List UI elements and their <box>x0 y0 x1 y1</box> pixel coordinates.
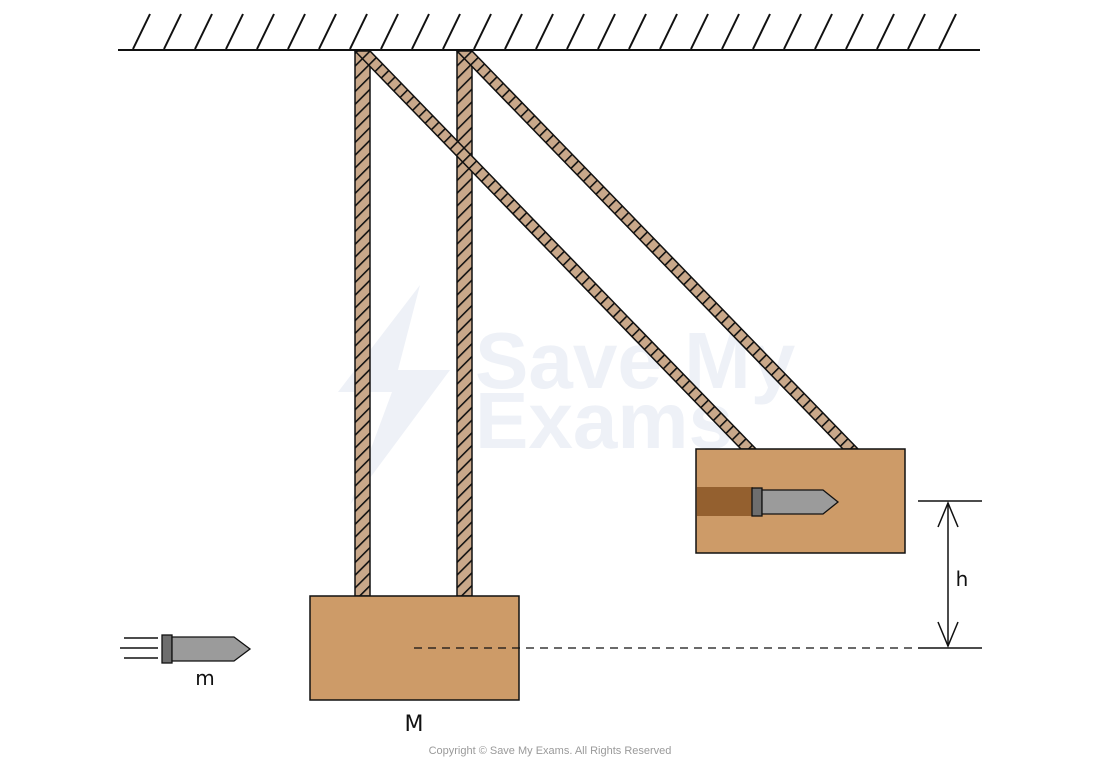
hatch-mark <box>597 13 616 50</box>
label-block-mass: M <box>405 712 424 737</box>
hatch-mark <box>442 13 461 50</box>
rope-right-vertical <box>456 50 473 597</box>
hatch-mark <box>783 13 802 50</box>
motion-lines <box>120 637 158 659</box>
hatch-mark <box>814 13 833 50</box>
hatch-mark <box>163 13 182 50</box>
hatch-mark <box>535 13 554 50</box>
hatch-mark <box>132 13 151 50</box>
hatch-mark <box>194 13 213 50</box>
hatch-mark <box>628 13 647 50</box>
hatch-mark <box>287 13 306 50</box>
hatch-mark <box>318 13 337 50</box>
height-indicator: h <box>414 500 982 649</box>
ropes <box>353 50 860 597</box>
hatch-mark <box>225 13 244 50</box>
hatch-mark <box>380 13 399 50</box>
ceiling <box>118 13 980 51</box>
watermark-bolt-icon <box>338 285 450 505</box>
arrowhead-up-icon <box>937 501 959 528</box>
label-height: h <box>956 567 969 591</box>
rope-left-vertical <box>354 50 371 597</box>
hatch-mark <box>504 13 523 50</box>
block-raised <box>695 448 906 554</box>
embedded-bullet-icon <box>751 487 840 517</box>
hatch-mark <box>566 13 585 50</box>
hatch-mark <box>690 13 709 50</box>
hatch-mark <box>659 13 678 50</box>
hatch-mark <box>349 13 368 50</box>
copyright-text: Copyright © Save My Exams. All Rights Re… <box>429 745 672 757</box>
ceiling-hatching <box>132 13 957 50</box>
arrowhead-down-icon <box>937 621 959 648</box>
hatch-mark <box>256 13 275 50</box>
hatch-mark <box>411 13 430 50</box>
hatch-mark <box>473 13 492 50</box>
hatch-mark <box>876 13 895 50</box>
bullet-icon <box>161 634 252 664</box>
hatch-mark <box>752 13 771 50</box>
hatch-mark <box>907 13 926 50</box>
bullet-hole <box>697 487 753 516</box>
label-bullet-mass: m <box>195 666 214 690</box>
incoming-bullet: m <box>120 634 252 690</box>
hatch-mark <box>938 13 957 50</box>
hatch-mark <box>721 13 740 50</box>
hatch-mark <box>845 13 864 50</box>
